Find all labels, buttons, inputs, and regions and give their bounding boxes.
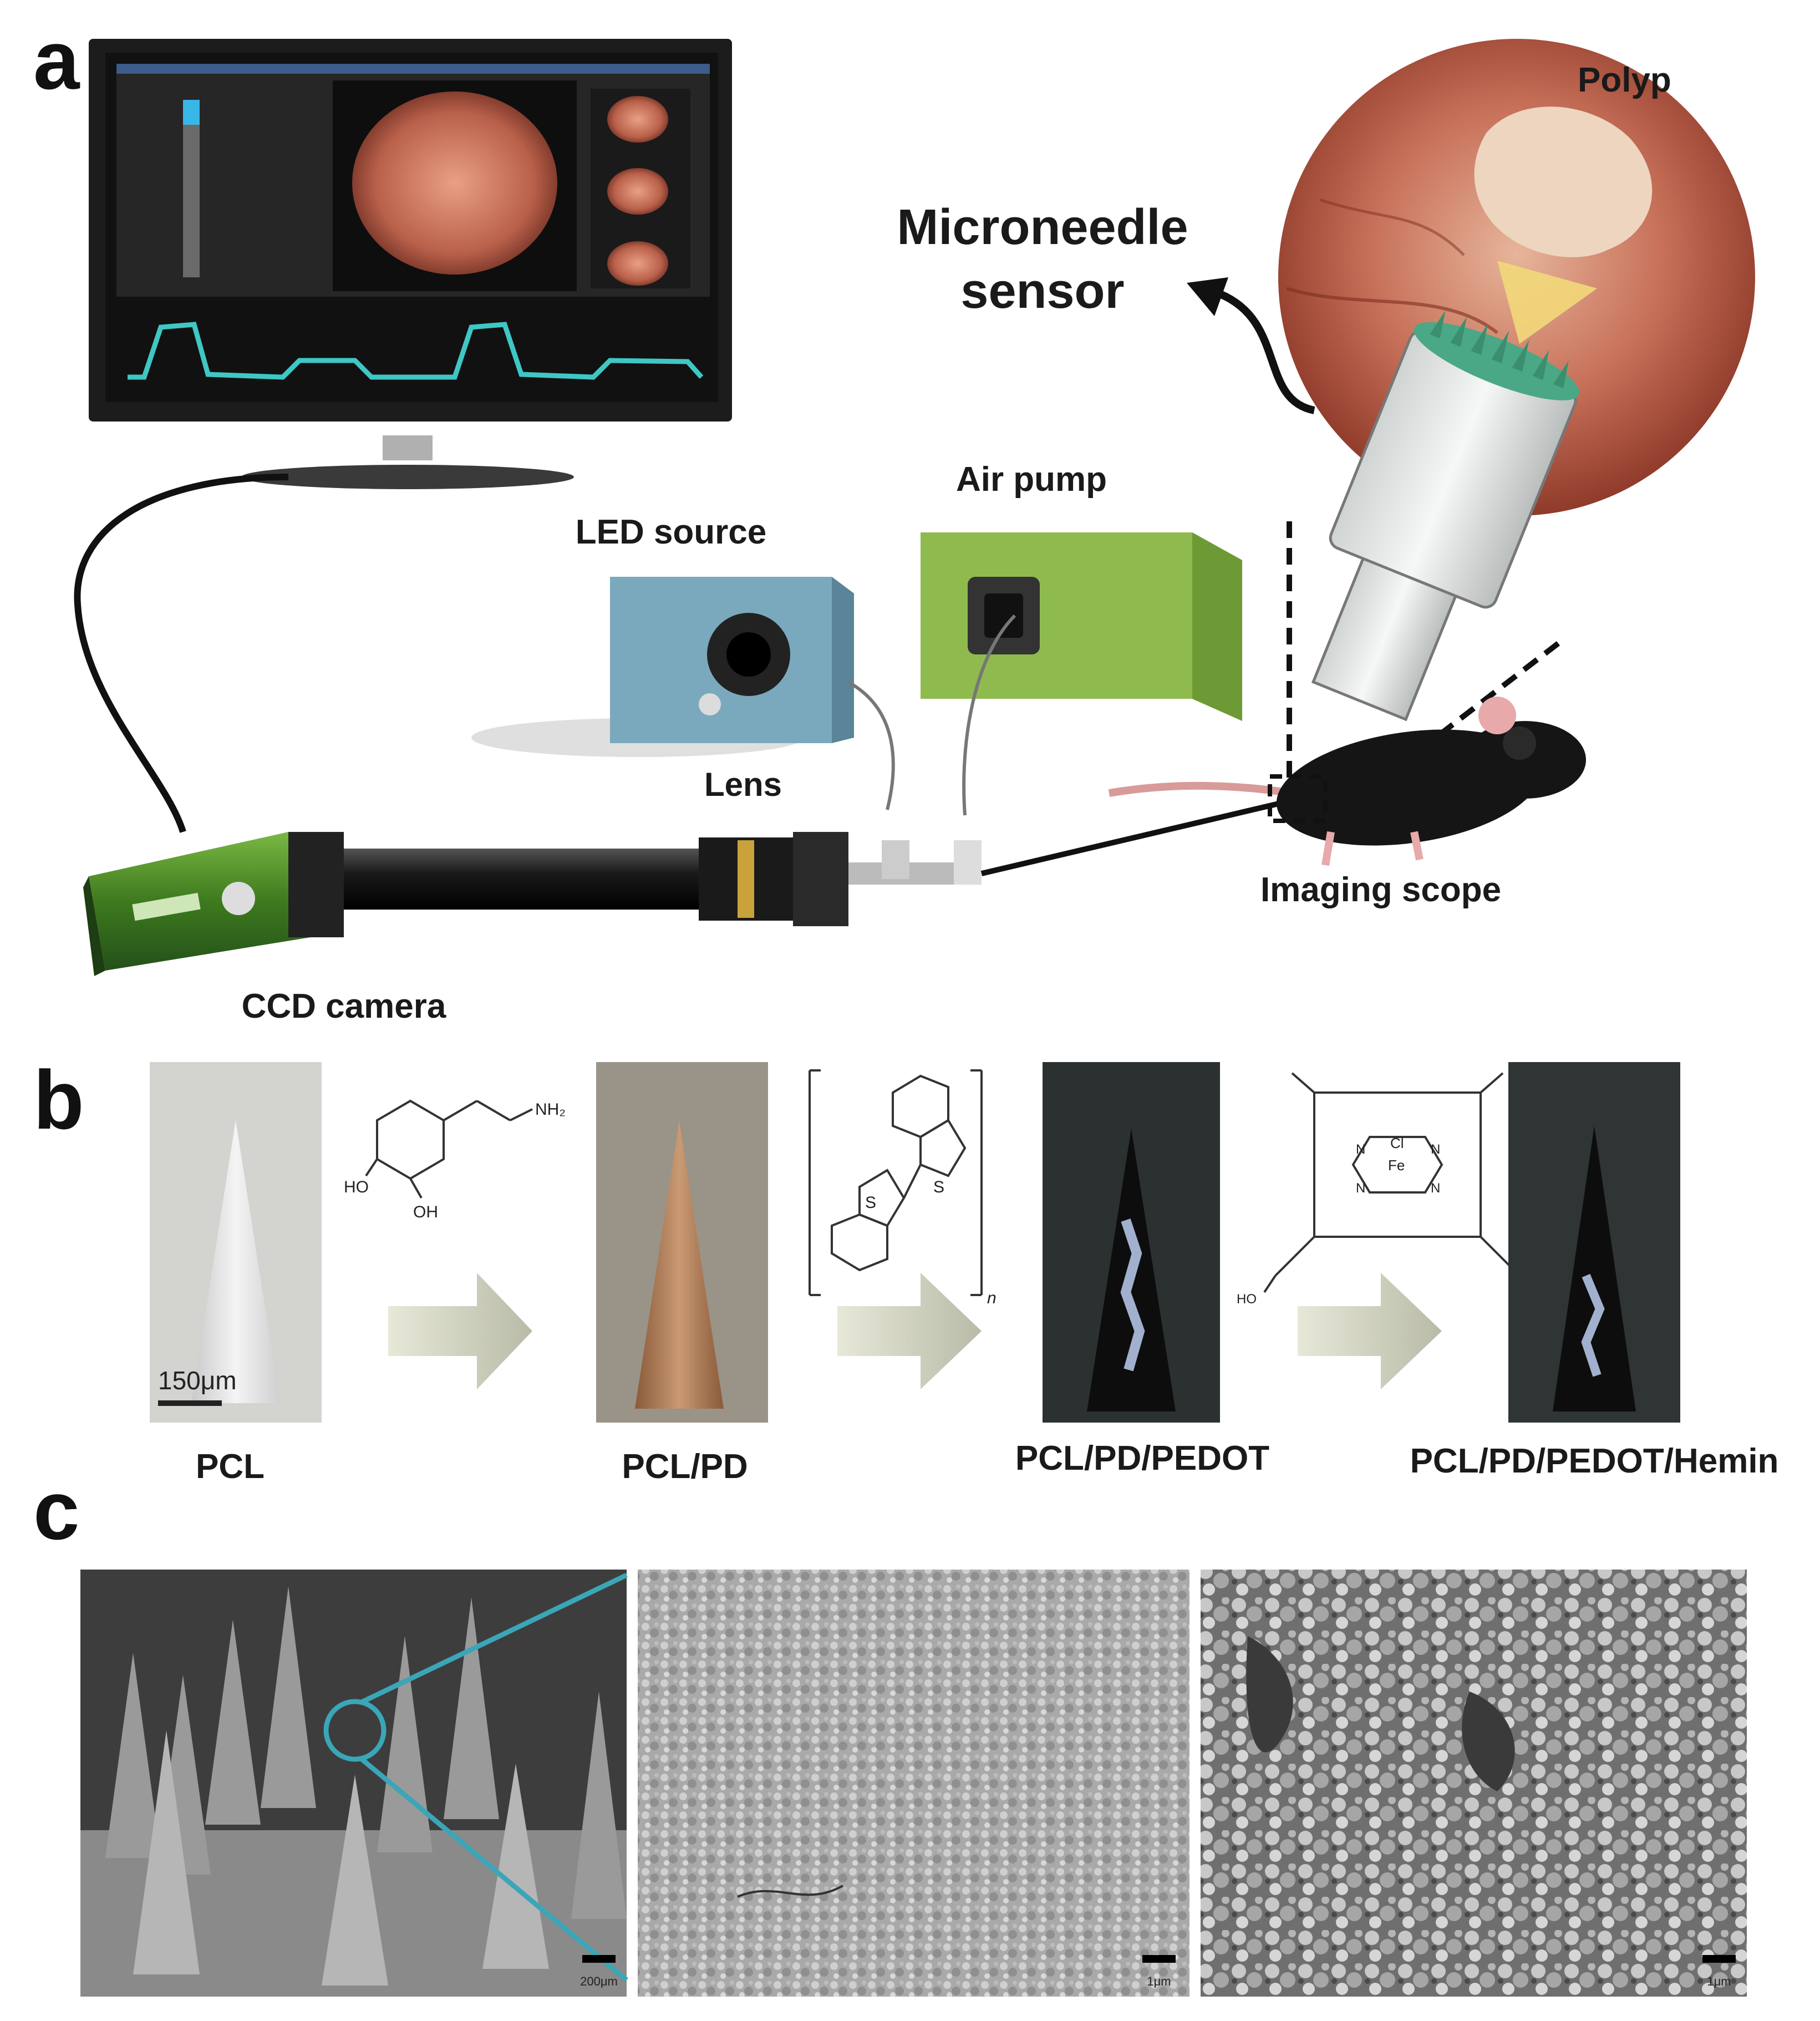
stage-label-3: PCL/PD/PEDOT/Hemin (1410, 1442, 1779, 1480)
microneedle-arrow (1218, 290, 1315, 414)
needle-image-pcl-pd-pedot (1043, 1062, 1220, 1423)
ccd-camera (83, 832, 344, 976)
sem-scale-label-0: 200μm (580, 1974, 618, 1988)
dopamine-oh: OH (413, 1203, 438, 1221)
sem-scale-label-1: 1μm (1147, 1974, 1171, 1988)
process-arrow-2 (837, 1273, 982, 1389)
mouse (1108, 697, 1586, 866)
label-ccd-camera: CCD camera (242, 987, 446, 1025)
hemin-structure (1263, 1072, 1532, 1293)
pedot-s1: S (865, 1194, 876, 1212)
monitor (89, 39, 732, 489)
sem-scale-label-2: 1μm (1707, 1974, 1731, 1988)
label-led-source: LED source (576, 513, 767, 551)
cable (74, 474, 289, 833)
microneedle-arrowhead (1187, 277, 1228, 316)
panel-c-letter: c (33, 1464, 79, 1557)
label-air-pump: Air pump (956, 460, 1107, 499)
imaging-scope-probe (1311, 311, 1579, 722)
air-connector (954, 840, 982, 885)
sem-image-surface-high (1201, 1570, 1747, 1997)
stage-label-2: PCL/PD/PEDOT (1015, 1439, 1269, 1477)
process-arrow-3 (1298, 1273, 1442, 1389)
scope-cable (980, 800, 1282, 876)
lens-ring (738, 840, 754, 918)
dopamine-structure (365, 1099, 533, 1199)
hemin-n-2: N (1431, 1142, 1440, 1157)
label-microneedle-line2: sensor (960, 263, 1124, 319)
magnified-tip-wedge (1497, 261, 1597, 344)
label-microneedle-line1: Microneedle (897, 200, 1188, 255)
hemin-n-4: N (1431, 1181, 1440, 1196)
sem-image-surface-medium (638, 1570, 1189, 1997)
led-source (471, 577, 854, 757)
fiber-connector (882, 840, 909, 879)
dopamine-amine: NH₂ (535, 1100, 566, 1119)
stage-label-0: PCL (196, 1448, 265, 1486)
led-fiber (847, 681, 895, 810)
pedot-n: n (987, 1289, 997, 1307)
label-lens: Lens (704, 766, 782, 803)
panel-a-letter: a (33, 13, 80, 106)
insertion-box (1268, 774, 1328, 823)
scale-bar-label: 150μm (158, 1366, 237, 1395)
lens-housing (793, 832, 848, 926)
needle-image-pcl (150, 1062, 322, 1423)
panel-b-letter: b (33, 1053, 84, 1146)
hemin-n-1: N (1356, 1142, 1365, 1157)
hemin-cl: Cl (1390, 1135, 1404, 1151)
hemin-acid-left: HO (1237, 1292, 1257, 1307)
process-arrow-1 (388, 1273, 532, 1389)
dopamine-ho: HO (344, 1178, 369, 1196)
hemin-fe: Fe (1388, 1157, 1405, 1174)
pedot-s2: S (933, 1178, 944, 1196)
label-polyp: Polyp (1578, 61, 1671, 99)
stage-label-1: PCL/PD (622, 1448, 748, 1486)
pump-tube (962, 614, 1016, 816)
label-imaging-scope: Imaging scope (1260, 871, 1501, 909)
sem-image-needle-array (80, 1570, 628, 1997)
needle-image-pcl-pd (596, 1062, 768, 1423)
needle-image-pcl-pd-pedot-hemin (1508, 1062, 1680, 1423)
air-pump (921, 532, 1242, 721)
pedot-structure (809, 1069, 983, 1296)
hemin-n-3: N (1356, 1181, 1365, 1196)
